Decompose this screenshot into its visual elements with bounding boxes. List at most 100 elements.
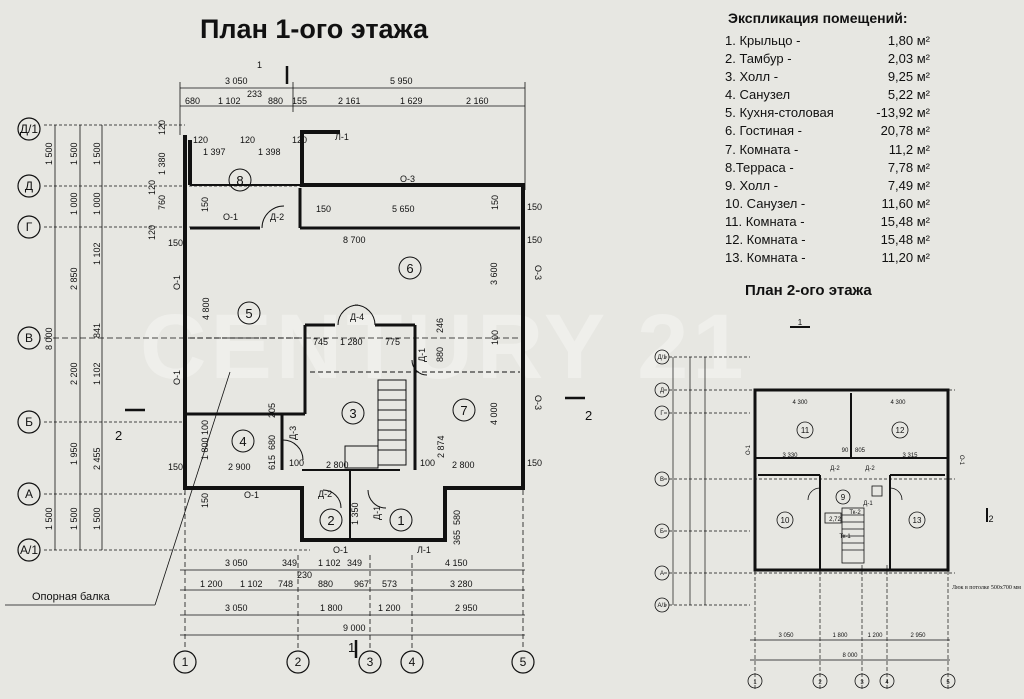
dim-label: 150: [200, 493, 210, 508]
door-label: Д-1: [417, 348, 427, 362]
dim-label: 3 050: [225, 558, 248, 568]
door-swings: [261, 205, 428, 509]
dim-label: 2 200: [69, 362, 79, 385]
dim-label: 120: [157, 120, 167, 135]
explication-item: 10. Санузел -11,60 м²: [725, 195, 930, 211]
dim-label: 155: [292, 96, 307, 106]
axis-label: 2: [818, 680, 822, 686]
dim-label: 150: [527, 458, 542, 468]
dim-label: 3 050: [225, 76, 248, 86]
plan2-title: План 2-ого этажа: [745, 282, 872, 299]
explication-item: 12. Комната -15,48 м²: [725, 232, 930, 248]
section-label: 2: [988, 514, 993, 524]
lintel-label: Л-1: [335, 132, 349, 142]
window-label: О-3: [533, 265, 543, 280]
dim-label: 349: [282, 558, 297, 568]
axis-label: В: [660, 477, 664, 483]
lintel-label: Л-1: [417, 545, 431, 555]
dim-label: 880: [435, 347, 445, 362]
axis-label: А: [25, 487, 33, 501]
dim-label: 1 629: [400, 96, 423, 106]
dim-label: 4 300: [890, 400, 906, 406]
dim-label: 2 900: [228, 462, 251, 472]
room-markers: [228, 168, 476, 532]
dim-label: 1 102: [318, 558, 341, 568]
stair-label: Тк-1: [839, 534, 851, 540]
door-label: Д-2: [830, 466, 840, 472]
dim-label: 120: [193, 135, 208, 145]
dim-label: 1 500: [69, 507, 79, 530]
window-label: О-1: [746, 444, 752, 455]
axis-label: Д/1: [657, 355, 667, 361]
window-label: О-1: [172, 275, 182, 290]
room-number: 13: [913, 516, 922, 525]
dim-label: 150: [200, 197, 210, 212]
dim-label: 1 102: [92, 242, 102, 265]
dim-label: 120: [292, 135, 307, 145]
window-label: О-1: [333, 545, 348, 555]
dim-label: 4 000: [489, 402, 499, 425]
window-label: О-1: [172, 370, 182, 385]
dim-label: 8 000: [842, 653, 858, 659]
dim-label: 1 380: [157, 152, 167, 175]
section-label: 2: [115, 428, 122, 443]
dim-label: 205: [267, 403, 277, 418]
dim-label: 3 330: [782, 453, 798, 459]
dim-label: 1 398: [258, 147, 281, 157]
axis-label: Г: [26, 220, 33, 234]
axis-label: 3: [860, 680, 864, 686]
axis-label: Б: [25, 415, 33, 429]
dim-label: 1 102: [218, 96, 241, 106]
door-label: Д-2: [865, 466, 875, 472]
room-number: 7: [460, 403, 467, 418]
axis-label: Б: [660, 529, 664, 535]
dim-label: 1 000: [92, 192, 102, 215]
dim-label: 365: [452, 530, 462, 545]
room-number: 2: [327, 513, 334, 528]
dim-label: 2 850: [69, 267, 79, 290]
room-number: 10: [781, 516, 790, 525]
beam-label: Опорная балка: [32, 591, 111, 603]
dim-label: 2 874: [436, 435, 446, 458]
dim-label: 8 700: [343, 235, 366, 245]
axis-label: В: [25, 331, 33, 345]
dim-label: 1 500: [44, 142, 54, 165]
dim-label: 748: [278, 579, 293, 589]
watermark: CENTURY 21: [140, 296, 748, 398]
dim-label: 4 150: [445, 558, 468, 568]
dim-label: 100: [490, 330, 500, 345]
dim-label: 90: [842, 448, 849, 454]
dim-label: 841: [92, 323, 102, 338]
explication-item: 2. Тамбур -2,03 м²: [725, 51, 930, 67]
door-label: Д-1: [863, 501, 873, 507]
window-label: О-1: [223, 212, 238, 222]
dim-label: 2 950: [455, 603, 478, 613]
stair-label: Тк-2: [849, 510, 861, 516]
dim-label: 1 280: [340, 337, 363, 347]
dim-label: 4 300: [792, 400, 808, 406]
dim-label: 246: [435, 318, 445, 333]
dim-label: 1 500: [44, 507, 54, 530]
dim-label: 1 200: [200, 579, 223, 589]
dim-label: 2 800: [326, 460, 349, 470]
room-number: 1: [397, 513, 404, 528]
dim-label: 100: [289, 458, 304, 468]
dim-label: 100: [200, 420, 210, 435]
dim-label: 8 000: [44, 327, 54, 350]
dim-label: 120: [147, 225, 157, 240]
axis-label: 5: [520, 655, 527, 669]
beams: [190, 337, 520, 373]
plan2-drawing: 1 2 11 12 10 9 13 Д/1 Д Г В Б А А/1 1 2 …: [654, 318, 1021, 690]
staircase: [344, 379, 407, 469]
dim-label: 880: [318, 579, 333, 589]
section-mark-right: [125, 396, 585, 412]
door-label: Д-1: [372, 506, 382, 520]
axis-label: 3: [367, 655, 374, 669]
dim-label: 615: [267, 455, 277, 470]
top-dimensions: [179, 82, 526, 190]
explication-item: 11. Комната -15,48 м²: [725, 213, 930, 229]
dim-label: 150: [490, 195, 500, 210]
dim-label: 2 455: [92, 447, 102, 470]
